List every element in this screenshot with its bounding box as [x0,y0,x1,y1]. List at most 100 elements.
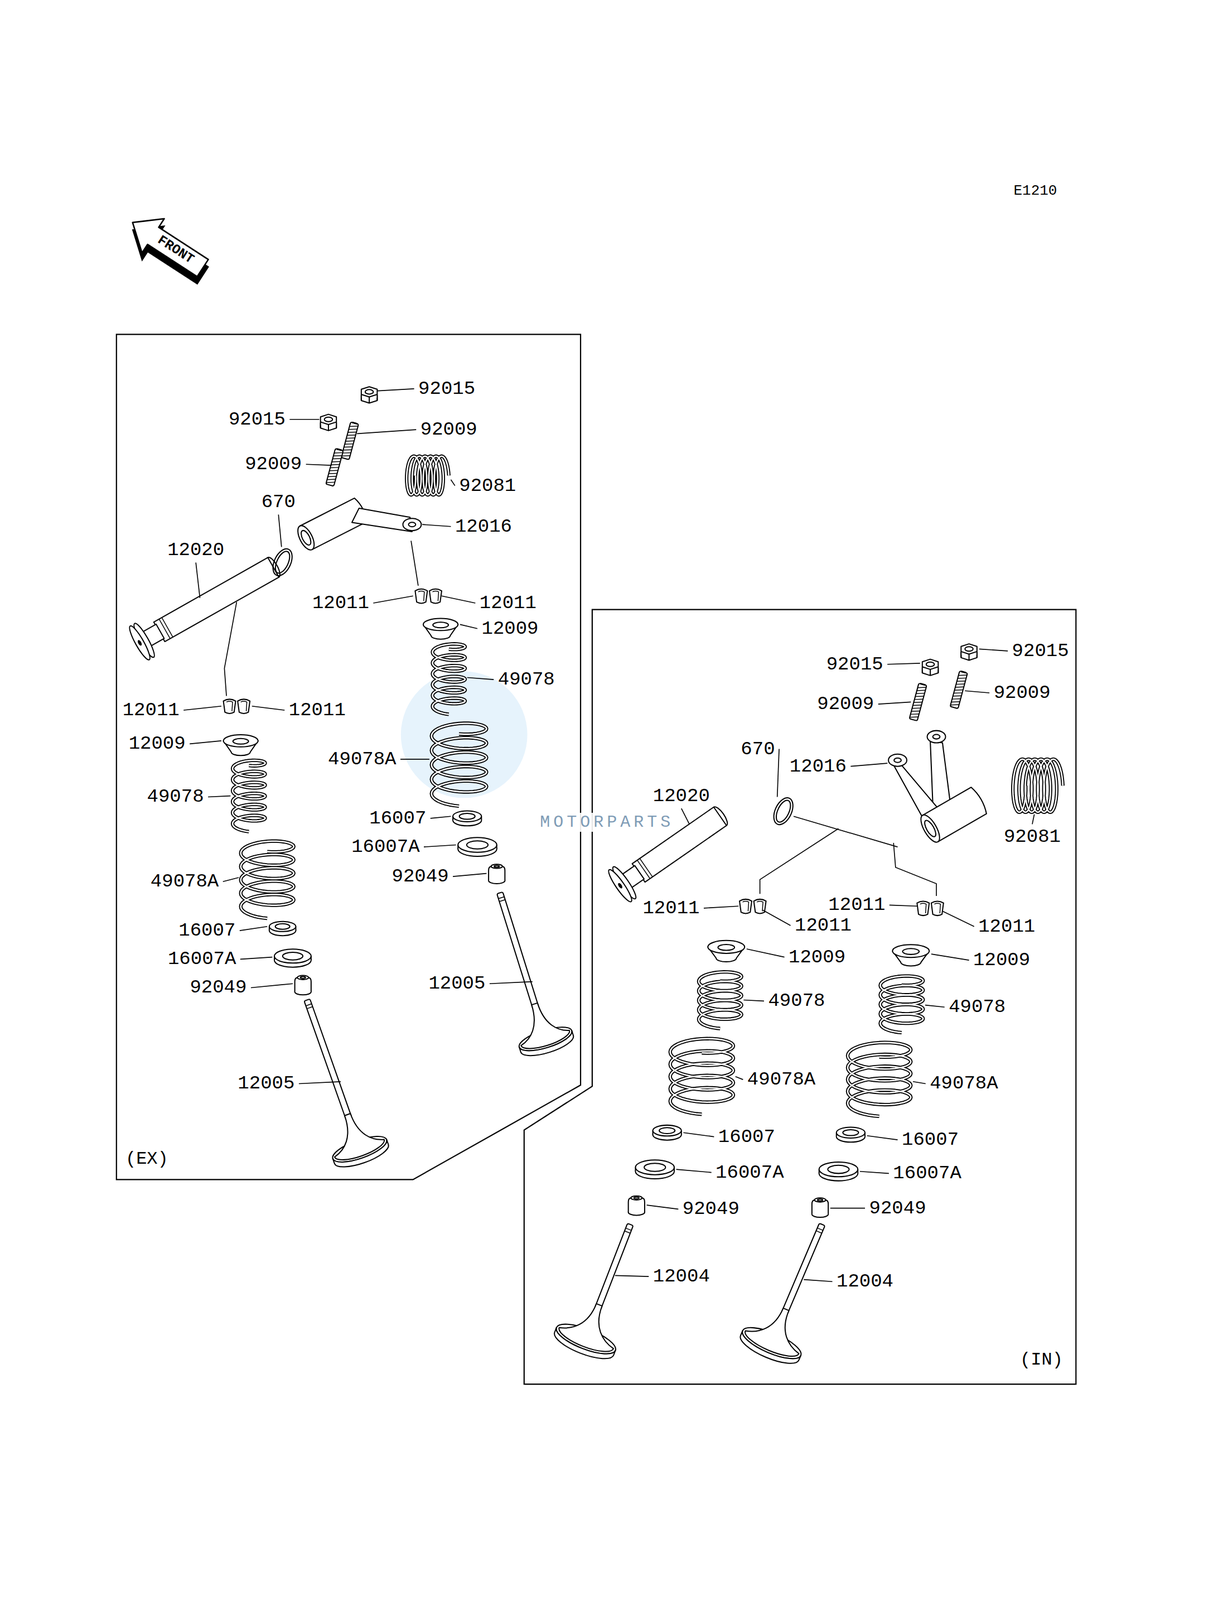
stem-seal [295,975,312,995]
screw-thread [909,714,918,719]
valve-stem [303,998,352,1120]
nut-edge [327,424,330,431]
coil-fill [670,1038,734,1115]
collet-body [223,698,236,714]
nut-edge [960,651,962,658]
callout-number: 16007A [891,1163,963,1183]
o-ring-outer [269,545,297,579]
screw-thread [953,693,962,698]
seal-top [630,1195,642,1200]
screw-thread [910,711,920,717]
o-ring-inner [773,798,794,825]
nut-edge [368,397,370,404]
valve-collet [931,901,944,916]
adjusting-screw [325,448,343,486]
valve-collet [223,698,236,714]
callout-number: 49078A [326,749,398,769]
screw-thread [917,684,926,690]
coil-fill [432,643,466,714]
screw-thread [349,423,359,429]
leader-line [889,904,917,906]
collet-edge [756,901,763,912]
seat-top [457,837,497,852]
panel-border [524,609,1077,1385]
seal-top [491,863,503,868]
seal-side [488,867,505,881]
collet-body [237,698,250,714]
collet-edge [240,701,248,712]
stem-groove [815,1230,822,1233]
stem-groove [498,896,505,899]
shaft-body [153,557,279,642]
guide-line [411,540,419,586]
outer-valve-spring [670,1038,734,1115]
collet-body [739,898,752,914]
nut-edge [976,651,978,658]
leader-line [183,706,222,710]
callout-number: 12004 [651,1266,712,1286]
callout-number: 16007A [350,837,421,857]
callout-number: 12011 [827,895,887,915]
valve [279,989,392,1172]
seat-hole [827,1165,849,1174]
leader-line [289,418,319,420]
outer-valve-spring [431,722,487,806]
callout-number: 12020 [651,786,712,806]
screw-thread [326,476,336,482]
lock-nut [320,414,337,431]
shaft-groove [161,617,173,637]
o-ring-outer [770,794,797,828]
seat-hole [282,951,303,960]
coil-fill [240,840,294,918]
callout-number: 16007 [900,1129,960,1149]
nut-edge [335,421,337,428]
valve-head [556,1293,627,1357]
leader-line [942,910,975,926]
stem-groove [624,1230,631,1234]
o-ring [770,794,797,828]
callout-number: 12009 [480,619,540,638]
screw-thread [344,444,353,449]
stem-groove [625,1227,632,1230]
callout-number: 92081 [1002,827,1062,847]
spring-retainer [707,940,745,962]
screw-thread [331,462,340,467]
retainer-hole [233,738,249,744]
rocker-boss [922,785,989,842]
retainer-hole [432,621,449,628]
leader-line [931,953,970,960]
screw-thread [334,450,343,456]
leader-line [681,808,690,825]
valve-head [741,1297,813,1362]
coil-outline [240,840,294,918]
callout-number: 92049 [681,1199,741,1218]
callout-number: 92009 [815,694,876,714]
inner-valve-spring [432,643,466,714]
callout-number: 49078 [146,786,206,806]
seat-top [635,1159,675,1174]
screw-thread [951,699,960,704]
o-ring-inner [272,549,293,576]
retainer-top [892,944,930,957]
callout-number: 12004 [835,1271,895,1291]
leader-line [830,1207,865,1209]
coil-fill [880,975,923,1033]
leader-line [208,795,231,797]
outer-valve-spring [240,840,294,918]
inner-valve-spring [880,975,923,1033]
o-ring [269,545,297,579]
screw-thread [955,684,964,690]
callout-number: 92009 [243,454,303,474]
screw-body [341,421,359,459]
seal-top [814,1197,826,1202]
seat-top [653,1124,682,1136]
coil-outline [847,1042,911,1116]
callout-number: 92009 [419,419,479,439]
valve-stem [781,1223,826,1314]
screw-thread [957,675,966,681]
adjusting-screw [909,683,927,721]
panel-label: (EX) [125,1149,169,1168]
screw-slot [336,448,342,451]
screw-body [909,683,927,721]
